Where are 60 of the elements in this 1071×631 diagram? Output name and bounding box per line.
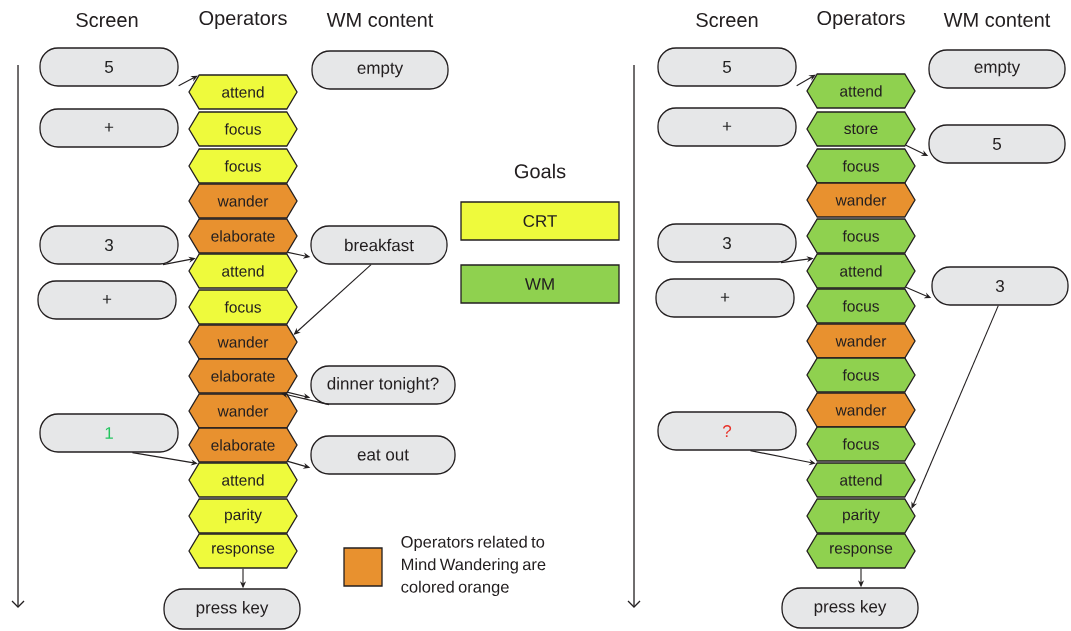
action-box: press key: [163, 588, 301, 630]
operator-hexagon: focus: [188, 289, 298, 325]
operator-hexagon: attend: [806, 73, 916, 109]
operator-hexagon: focus: [188, 111, 298, 147]
operator-hexagon: attend: [188, 253, 298, 289]
operator-hexagon: wander: [806, 182, 916, 218]
operator-hexagon: response: [806, 533, 916, 569]
operator-hexagon: parity: [188, 498, 298, 534]
column-heading: Screen: [696, 12, 758, 28]
operator-hexagon: focus: [806, 426, 916, 462]
operator-hexagon: elaborate: [188, 218, 298, 254]
operator-hexagon: parity: [806, 498, 916, 534]
column-heading: WM content: [326, 13, 434, 27]
operator-hexagon: attend: [806, 253, 916, 289]
goal-key: CRT: [460, 201, 620, 241]
operator-hexagon: wander: [188, 183, 298, 219]
column-heading: Goals: [514, 163, 566, 179]
operator-hexagon: focus: [806, 148, 916, 184]
operator-hexagon: attend: [806, 462, 916, 498]
column-heading: Operators: [817, 10, 905, 30]
column-heading: WM content: [943, 13, 1051, 27]
screen-box: 5: [657, 47, 797, 87]
screen-box: ?: [657, 411, 797, 451]
memory-box: eat out: [310, 435, 456, 475]
operator-hexagon: wander: [806, 323, 916, 359]
screen-box: +: [37, 280, 177, 320]
memory-box: breakfast: [310, 225, 448, 265]
memory-box: 3: [931, 266, 1069, 306]
arrow: [911, 305, 999, 509]
arrow: [796, 74, 816, 87]
screen-box: 1: [39, 413, 179, 453]
screen-box: 3: [39, 225, 179, 265]
goal-key: WM: [460, 264, 620, 304]
operator-hexagon: focus: [188, 148, 298, 184]
operator-hexagon: elaborate: [188, 427, 298, 463]
screen-box: +: [39, 108, 179, 148]
operator-hexagon: attend: [188, 462, 298, 498]
memory-box: empty: [311, 50, 449, 90]
operator-hexagon: focus: [806, 218, 916, 254]
operator-hexagon: elaborate: [188, 358, 298, 394]
screen-box: +: [657, 107, 797, 147]
operator-hexagon: response: [188, 533, 298, 569]
screen-box: 5: [39, 47, 179, 87]
memory-box: 5: [928, 124, 1066, 164]
operator-hexagon: wander: [806, 392, 916, 428]
operator-hexagon: focus: [806, 288, 916, 324]
operator-hexagon: store: [806, 111, 916, 147]
arrow: [178, 75, 198, 87]
memory-box: dinner tonight?: [310, 365, 456, 405]
column-heading: Screen: [76, 12, 138, 28]
column-heading: Operators: [199, 10, 287, 30]
operator-hexagon: attend: [188, 74, 298, 110]
operator-hexagon: wander: [188, 324, 298, 360]
screen-box: +: [655, 278, 795, 318]
action-box: press key: [781, 587, 919, 629]
legend-text: Operators related to Mind Wandering are colored orange: [401, 535, 546, 596]
operator-hexagon: focus: [806, 357, 916, 393]
memory-box: empty: [928, 49, 1066, 89]
screen-box: 3: [657, 223, 797, 263]
operator-hexagon: wander: [188, 393, 298, 429]
